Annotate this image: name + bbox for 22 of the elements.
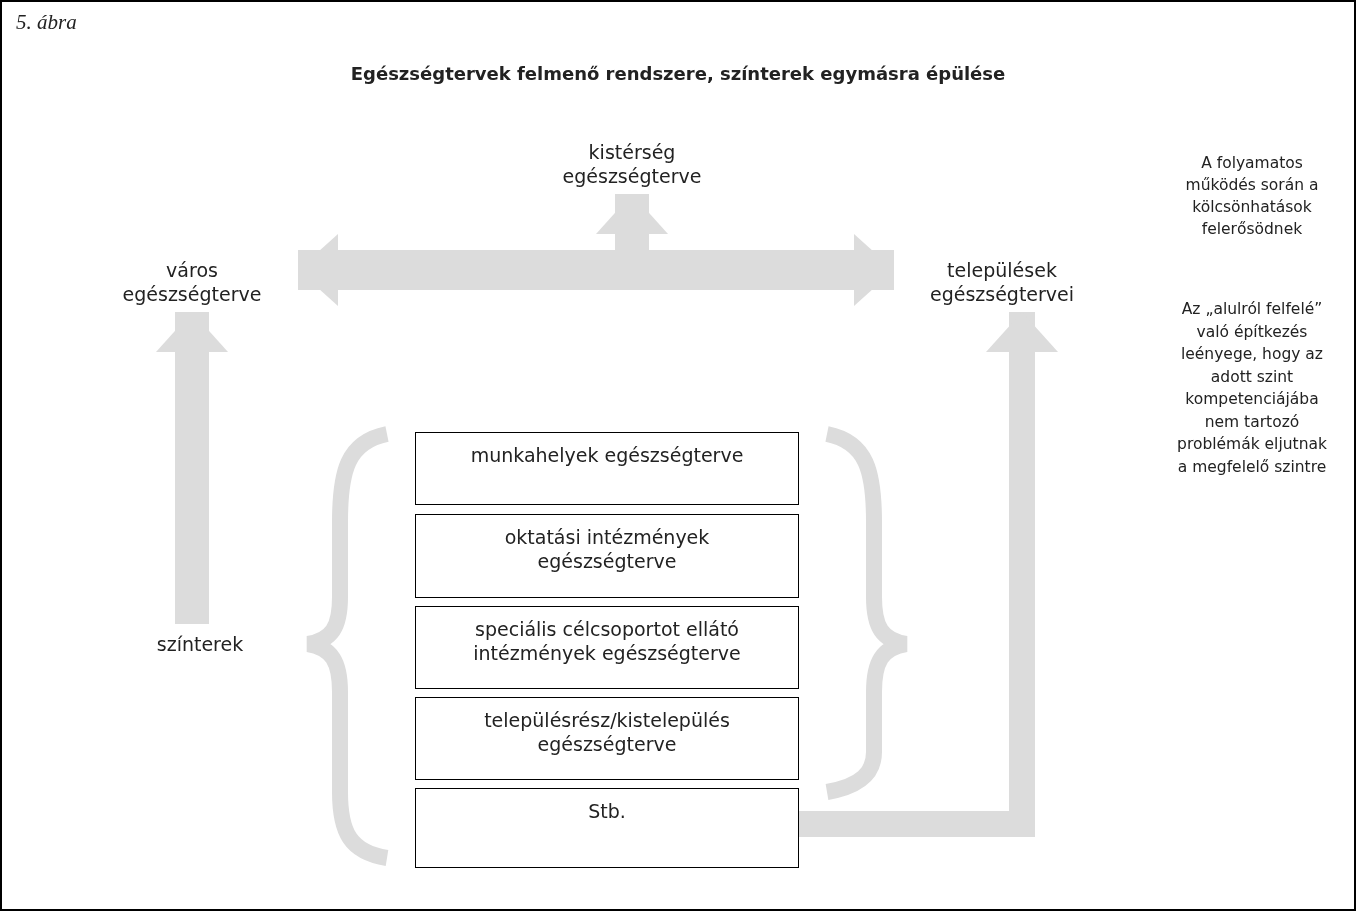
plan-box [415, 697, 799, 780]
box-text: Stb. [587, 799, 627, 823]
note-text: A folyamatos működés során a kölcsönhatások felerősödnek [1184, 153, 1320, 240]
box-text: oktatási intézmények egészségterve [503, 525, 711, 573]
box-text: településrész/kistelepülés egészségterve [483, 708, 731, 756]
node-label: kistérség egészségterve [532, 140, 732, 188]
plan-box [415, 432, 799, 505]
block-arrow [596, 194, 668, 252]
box-text: munkahelyek egészségterve [469, 443, 745, 467]
diagram-title: Egészségtervek felmenő rendszere, színterek egymásra épülése [349, 62, 1007, 86]
plan-box [415, 514, 799, 598]
block-arrow [799, 312, 1058, 837]
plan-box [415, 606, 799, 689]
box-text: speciális célcsoportot ellátó intézmények egészségterve [472, 617, 742, 665]
node-label: települések egészségtervei [907, 258, 1097, 306]
figure-number: 5. ábra [16, 10, 77, 34]
note-text: Az „alulról felfelé” való építkezés leényege, hogy az adott szint kompetenciájába nem tartozó problémák eljutnak a megfelelő szintre [1176, 299, 1328, 478]
plan-box [415, 788, 799, 868]
block-arrow [298, 234, 894, 306]
node-label: színterek [130, 632, 270, 656]
node-label: város egészségterve [102, 258, 282, 306]
block-arrow [156, 312, 228, 624]
